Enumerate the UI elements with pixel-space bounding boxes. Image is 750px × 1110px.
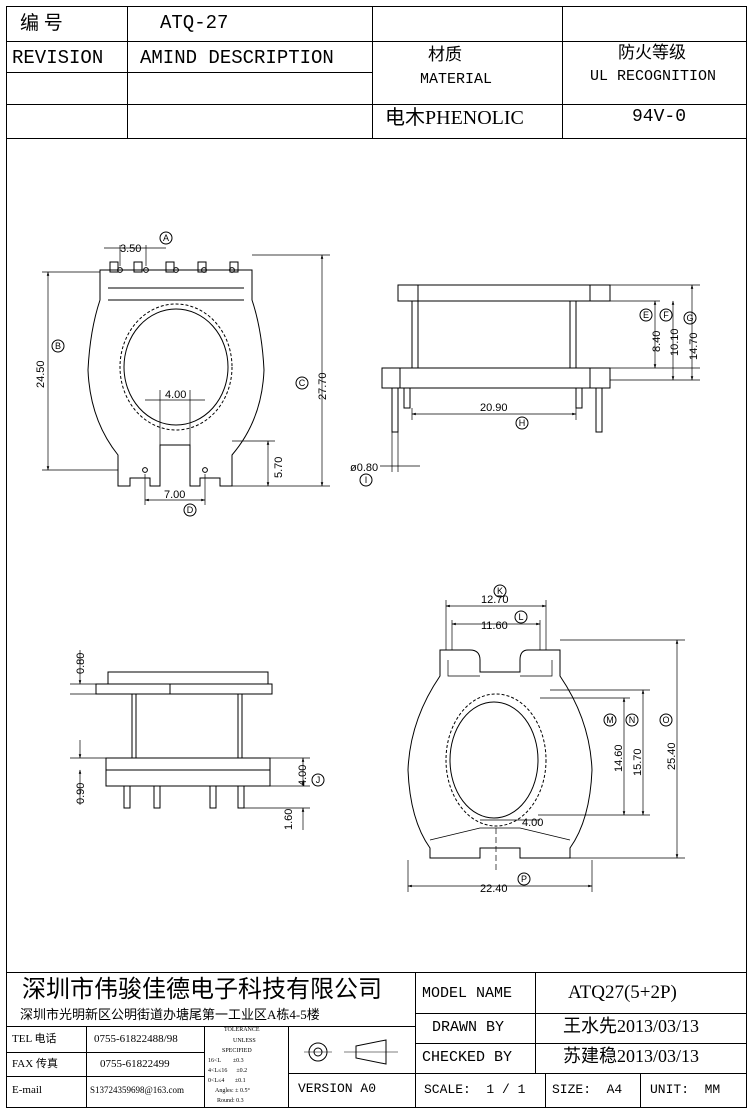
dim-m: 14.60 xyxy=(613,744,625,772)
email-value: S13724359698@163.com xyxy=(90,1085,185,1095)
callout-c: C xyxy=(299,378,306,388)
dim-i: ø0.80 xyxy=(350,462,378,474)
dim-g: 14.70 xyxy=(688,332,700,360)
dim-slot-b: 4.00 xyxy=(522,817,543,829)
ul-en-label: UL RECOGNITION xyxy=(590,68,717,85)
callout-d: D xyxy=(187,505,194,515)
tel-label: TEL 电话 xyxy=(12,1033,57,1045)
callout-m: M xyxy=(606,715,614,725)
dim-j: 4.00 xyxy=(297,765,309,786)
side-view-top-right xyxy=(380,284,700,472)
company-name: 深圳市伟骏佳德电子科技有限公司 xyxy=(22,977,382,1003)
callout-l: L xyxy=(518,612,523,622)
drawn-by-label: DRAWN BY xyxy=(432,1019,505,1036)
checked-by-value: 苏建稳2013/03/13 xyxy=(563,1046,700,1066)
dim-l: 11.60 xyxy=(481,620,508,632)
callout-i: I xyxy=(365,475,368,485)
tolerance-unless: UNLESS xyxy=(233,1038,256,1044)
tolerance-specified: SPECIFIED xyxy=(222,1048,252,1054)
fax-label: FAX 传真 xyxy=(12,1058,58,1070)
dim-o: 25.40 xyxy=(666,742,678,770)
dim-n: 15.70 xyxy=(632,748,644,776)
callout-g: G xyxy=(686,313,693,323)
dim-p: 22.40 xyxy=(480,883,508,895)
revision-label: REVISION xyxy=(12,47,104,69)
callout-h: H xyxy=(519,418,526,428)
front-view-top-left xyxy=(42,245,330,505)
rear-view-bottom-right xyxy=(407,600,685,892)
model-name-value: ATQ27(5+2P) xyxy=(568,982,677,1003)
dim-top-flange: 0.80 xyxy=(75,653,87,674)
dim-slot: 4.00 xyxy=(165,389,186,401)
projection-symbol xyxy=(304,1039,398,1065)
checked-by-label: CHECKED BY xyxy=(422,1049,513,1066)
drawn-by-value: 王水先2013/03/13 xyxy=(563,1016,700,1036)
dim-pin-len: 1.60 xyxy=(283,809,295,830)
model-name-label: MODEL NAME xyxy=(422,985,513,1002)
dim-c: 27.70 xyxy=(317,372,329,400)
dim-h: 20.90 xyxy=(480,402,508,414)
company-address: 深圳市光明新区公明街道办塘尾第一工业区A栋4-5楼 xyxy=(20,1007,320,1022)
email-label: E-mail xyxy=(12,1084,42,1096)
callout-p: P xyxy=(521,874,527,884)
dim-b: 24.50 xyxy=(35,360,47,388)
scale-label: SCALE: 1 / 1 xyxy=(424,1082,526,1097)
version-label: VERSION A0 xyxy=(298,1081,377,1096)
number-label: 编 号 xyxy=(20,13,63,34)
tolerance-row-3: 0<L≤4 ±0.1 xyxy=(208,1078,246,1084)
callout-j: J xyxy=(316,775,321,785)
dim-tab: 5.70 xyxy=(273,457,285,478)
material-en-label: MATERIAL xyxy=(420,71,493,88)
callout-k: K xyxy=(497,586,503,596)
amind-description-label: AMIND DESCRIPTION xyxy=(140,47,334,69)
tolerance-title: TOLERANCE xyxy=(224,1027,260,1033)
dim-pin-low: 0.90 xyxy=(75,783,87,804)
unit-label: UNIT: MM xyxy=(650,1082,721,1097)
callout-f: F xyxy=(663,310,669,320)
dim-k: 12.70 xyxy=(481,594,509,606)
dim-f: 10.10 xyxy=(669,328,681,356)
callout-b: B xyxy=(55,341,61,351)
tolerance-row-2: 4<L≤16 ±0.2 xyxy=(208,1068,248,1074)
callout-a: A xyxy=(163,233,169,243)
drawing-sheet xyxy=(6,6,747,1108)
tolerance-row-1: 16<L ±0.3 xyxy=(208,1058,244,1064)
dim-d: 7.00 xyxy=(164,489,185,501)
side-view-bottom-left xyxy=(70,650,310,830)
size-label: SIZE: A4 xyxy=(552,1082,623,1097)
tolerance-round: Round: 0.3 xyxy=(217,1098,244,1104)
callout-o: O xyxy=(662,715,669,725)
tolerance-angles: Angles: ± 0.5° xyxy=(215,1088,250,1094)
dim-e: 8.40 xyxy=(651,331,663,352)
tel-value: 0755-61822488/98 xyxy=(94,1033,178,1045)
material-cn-label: 材质 xyxy=(428,45,462,64)
callout-e: E xyxy=(643,310,649,320)
ul-value: 94V-0 xyxy=(632,107,687,127)
ul-cn-label: 防火等级 xyxy=(618,43,686,62)
material-value: 电木PHENOLIC xyxy=(385,107,524,129)
callout-circles xyxy=(51,231,697,886)
fax-value: 0755-61822499 xyxy=(100,1058,170,1070)
callout-n: N xyxy=(629,715,636,725)
part-number: ATQ-27 xyxy=(160,12,229,34)
dim-a: 3.50 xyxy=(120,243,141,255)
